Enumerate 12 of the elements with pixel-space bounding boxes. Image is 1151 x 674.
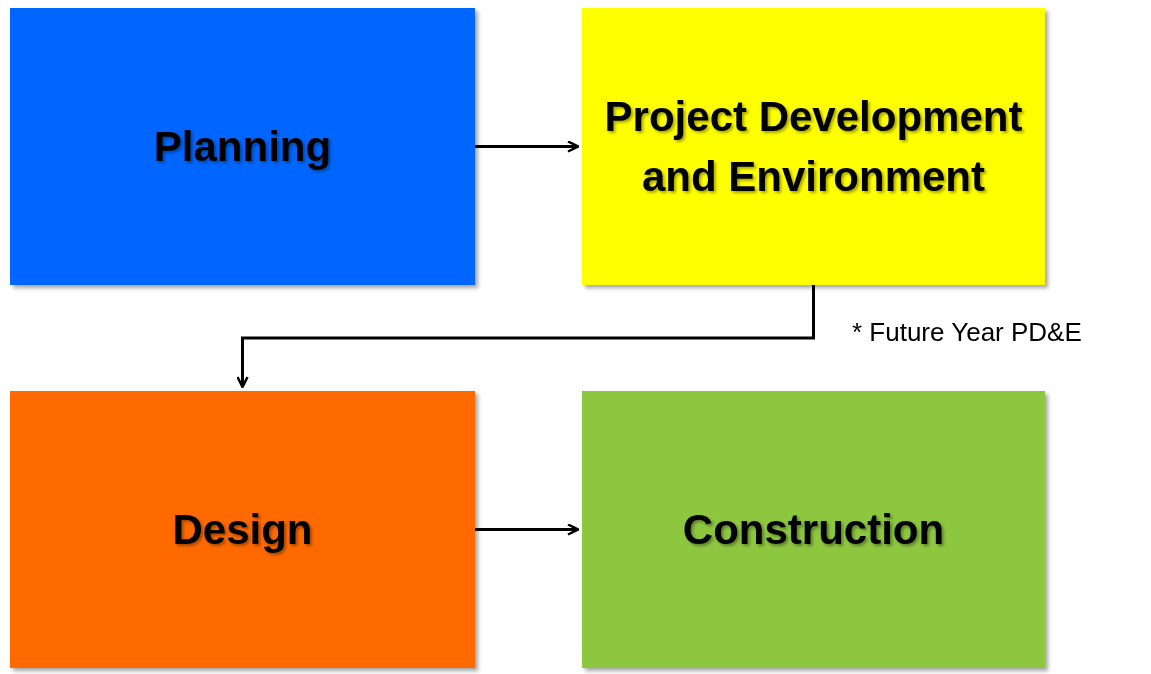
box-label: Construction	[681, 504, 946, 555]
arrow	[236, 285, 815, 389]
box-label: Project Development and Environment	[603, 91, 1024, 202]
process-box	[10, 8, 475, 285]
process-box	[582, 391, 1045, 668]
box-label: Design	[171, 504, 314, 555]
note: * Future Year PD&E	[852, 316, 1082, 349]
process-box	[10, 391, 475, 668]
box-label: Planning	[152, 121, 333, 172]
arrow	[475, 523, 580, 536]
process-box	[582, 8, 1045, 285]
arrow	[475, 140, 580, 153]
